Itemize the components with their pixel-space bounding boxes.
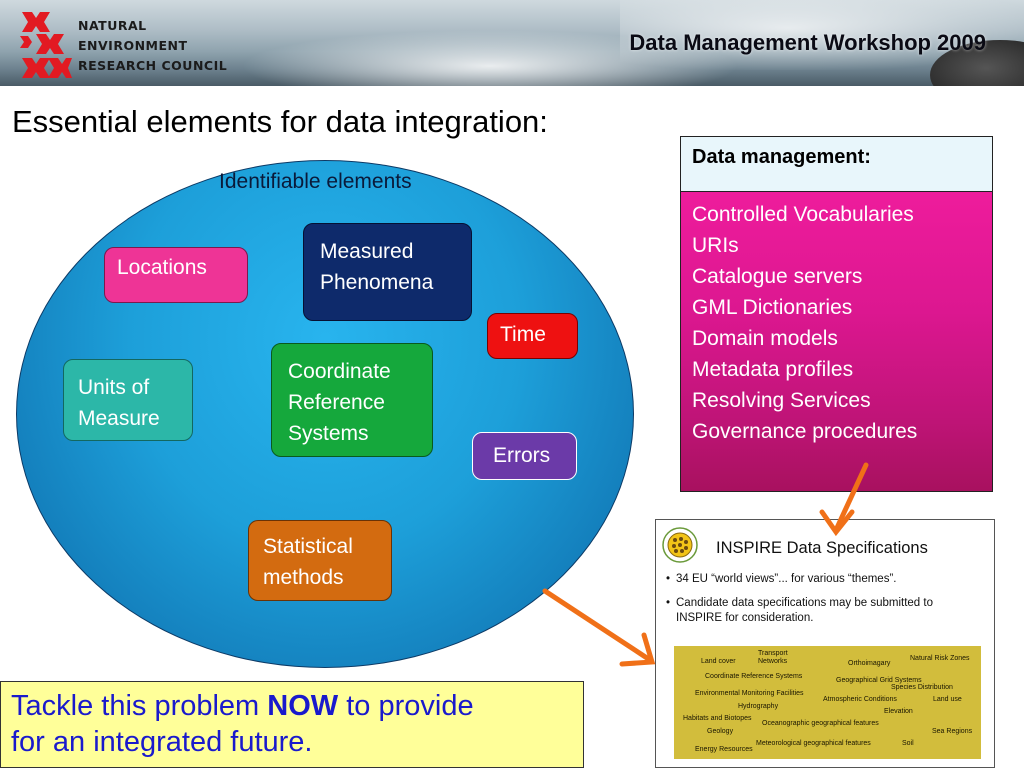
dm-item: Metadata profiles (692, 358, 854, 381)
theme-label: Land use (933, 696, 962, 703)
arrow-head-icon (619, 632, 656, 667)
box-text: Phenomena (320, 271, 434, 294)
theme-label: Orthoimagary (848, 660, 891, 667)
box-text: Locations (117, 256, 207, 279)
box-text: Reference (288, 391, 385, 414)
theme-label: Oceanographic geographical features (762, 720, 879, 727)
theme-label: Environmental Monitoring Facilities (695, 690, 804, 697)
theme-label: Soil (902, 740, 914, 747)
theme-label: Atmospheric Conditions (823, 696, 897, 703)
cta-line-2: for an integrated future. (11, 726, 313, 758)
box-text: Time (500, 323, 546, 346)
box-text: Measured (320, 240, 414, 263)
coordinate-reference-systems-box: Coordinate Reference Systems (271, 343, 433, 457)
inspire-title: INSPIRE Data Specifications (716, 539, 928, 557)
org-name-line-1: NATURAL (78, 18, 147, 33)
measured-phenomena-box: Measured Phenomena (303, 223, 472, 321)
theme-label: Sea Regions (932, 728, 973, 735)
theme-label: Geographical Grid Systems (836, 677, 922, 684)
cta-emphasis: NOW (267, 690, 339, 722)
theme-label: Networks (758, 658, 788, 665)
statistical-methods-box: Statistical methods (248, 520, 392, 601)
theme-label: Meteorological geographical features (756, 740, 871, 747)
cta-text: to provide (338, 690, 474, 722)
ellipse-label: Identifiable elements (219, 170, 412, 193)
org-name-line-3: RESEARCH COUNCIL (78, 58, 228, 73)
box-text: Errors (493, 444, 551, 467)
workshop-title: Data Management Workshop 2009 (629, 30, 986, 55)
box-text: Measure (78, 407, 160, 430)
theme-label: Natural Risk Zones (910, 655, 970, 662)
inspire-thumbnail: INSPIRE Data Specifications 34 EU “world… (655, 519, 995, 768)
theme-label: Land cover (701, 658, 736, 665)
nerc-logo-icon (20, 12, 72, 78)
org-name-line-2: ENVIRONMENT (78, 38, 188, 53)
theme-label: Species Distribution (891, 684, 953, 691)
box-text: Statistical (263, 535, 353, 558)
theme-label: Transport (758, 650, 788, 657)
theme-label: Energy Resources (695, 746, 753, 753)
slide-heading: Essential elements for data integration: (12, 104, 548, 139)
locations-box: Locations (104, 247, 248, 303)
theme-label: Habitats and Biotopes (683, 715, 752, 722)
box-text: Systems (288, 422, 369, 445)
inspire-themes-panel: Land cover Transport Networks Natural Ri… (674, 646, 981, 759)
theme-label: Elevation (884, 708, 913, 715)
errors-box: Errors (472, 432, 577, 480)
arrow-ellipse-to-inspire (542, 588, 653, 663)
call-to-action-box: Tackle this problem NOW to provide for a… (0, 681, 584, 768)
header-banner: NATURAL ENVIRONMENT RESEARCH COUNCIL Dat… (0, 0, 1024, 86)
data-management-header: Data management: (680, 136, 993, 192)
theme-label: Geology (707, 728, 734, 735)
theme-label: Hydrography (738, 703, 779, 710)
dm-item: Governance procedures (692, 420, 918, 443)
box-text: methods (263, 566, 344, 589)
inspire-bullet: 34 EU “world views”... for various “them… (666, 572, 897, 587)
dm-item: Resolving Services (692, 389, 871, 412)
dm-item: Controlled Vocabularies (692, 203, 914, 226)
box-text: Coordinate (288, 360, 391, 383)
time-box: Time (487, 313, 578, 359)
inspire-logo-icon (662, 527, 698, 563)
dm-item: URIs (692, 234, 739, 257)
cta-line-1: Tackle this problem NOW to provide (11, 688, 573, 724)
theme-label: Coordinate Reference Systems (705, 673, 803, 680)
data-management-list: Controlled Vocabularies URIs Catalogue s… (680, 192, 993, 492)
cta-text: Tackle this problem (11, 690, 268, 722)
dm-item: Catalogue servers (692, 265, 863, 288)
inspire-bullet: Candidate data specifications may be sub… (666, 596, 976, 626)
box-text: Units of (78, 376, 150, 399)
units-of-measure-box: Units of Measure (63, 359, 193, 441)
dm-item: Domain models (692, 327, 838, 350)
dm-item: GML Dictionaries (692, 296, 853, 319)
